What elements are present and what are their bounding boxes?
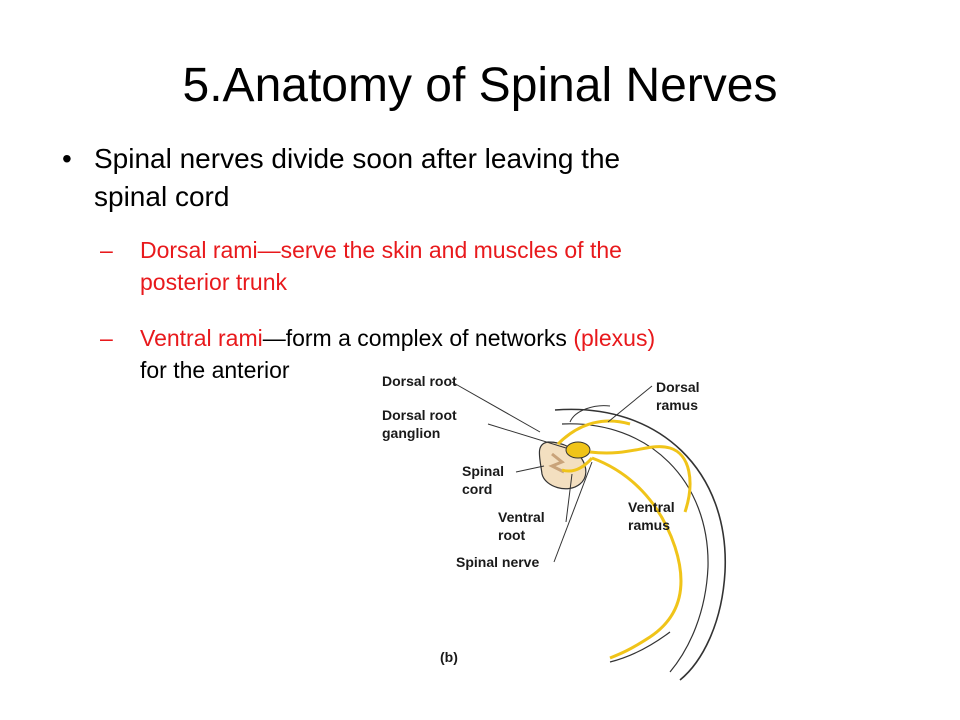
leader-spinal-nerve <box>553 461 593 563</box>
label-spinal-cord-2: cord <box>462 481 492 497</box>
ventral-root-nerve <box>561 457 594 473</box>
ventral-rami-desc: —form a complex of networks <box>262 325 574 351</box>
ventral-ramus-nerve <box>591 456 683 660</box>
spinal-nerve-diagram: Dorsal root Dorsal root ganglion Spinal … <box>330 362 740 682</box>
label-dorsal-root: Dorsal root <box>382 373 457 389</box>
ventral-rami-line-2: for the anterior <box>140 357 290 383</box>
plexus-term: (plexus) <box>573 325 656 351</box>
leader-dorsal-root <box>451 381 541 433</box>
label-dorsal-ramus-2: ramus <box>656 397 698 413</box>
body-outline-inner <box>561 423 709 673</box>
leader-dorsal-ramus <box>607 385 653 423</box>
ventral-rami-line-1: Ventral rami—form a complex of networks … <box>140 322 840 354</box>
gray-matter-shape <box>548 452 565 474</box>
label-ventral-root-1: Ventral <box>498 509 545 525</box>
dorsal-rami-line-1: Dorsal rami—serve the skin and muscles o… <box>140 237 622 263</box>
main-bullet-line-2: spinal cord <box>94 181 230 212</box>
leader-ganglion <box>487 423 567 449</box>
vessel-line <box>569 405 611 423</box>
label-ventral-root-2: root <box>498 527 526 543</box>
main-bullet-line-1: Spinal nerves divide soon after leaving … <box>94 143 621 174</box>
label-panel-b: (b) <box>440 649 458 665</box>
bullet-marker: • <box>62 143 72 174</box>
sub-bullet-marker: – <box>100 237 113 263</box>
label-spinal-cord-1: Spinal <box>462 463 504 479</box>
label-spinal-nerve: Spinal nerve <box>456 554 539 570</box>
label-dorsal-ramus-1: Dorsal <box>656 379 700 395</box>
dorsal-root-ganglion-shape <box>565 441 591 459</box>
leader-ventral-root <box>565 473 573 523</box>
label-ganglion-2: ganglion <box>382 425 440 441</box>
slide-title: 5.Anatomy of Spinal Nerves <box>182 59 778 112</box>
label-ventral-ramus-2: ramus <box>628 517 670 533</box>
label-ganglion-1: Dorsal root <box>382 407 457 423</box>
ventral-rami-term: Ventral rami <box>140 325 263 351</box>
dorsal-root-nerve <box>556 419 631 446</box>
label-ventral-ramus-1: Ventral <box>628 499 675 515</box>
dorsal-rami-line-2: posterior trunk <box>140 269 288 295</box>
body-wall-line <box>609 631 671 663</box>
leader-spinal-cord <box>515 465 545 473</box>
sub-bullet-marker: – <box>100 325 113 351</box>
body-outline-outer <box>554 408 726 681</box>
spinal-nerve-illustration: Dorsal root Dorsal root ganglion Spinal … <box>382 373 726 681</box>
dorsal-ramus-nerve <box>589 445 692 513</box>
